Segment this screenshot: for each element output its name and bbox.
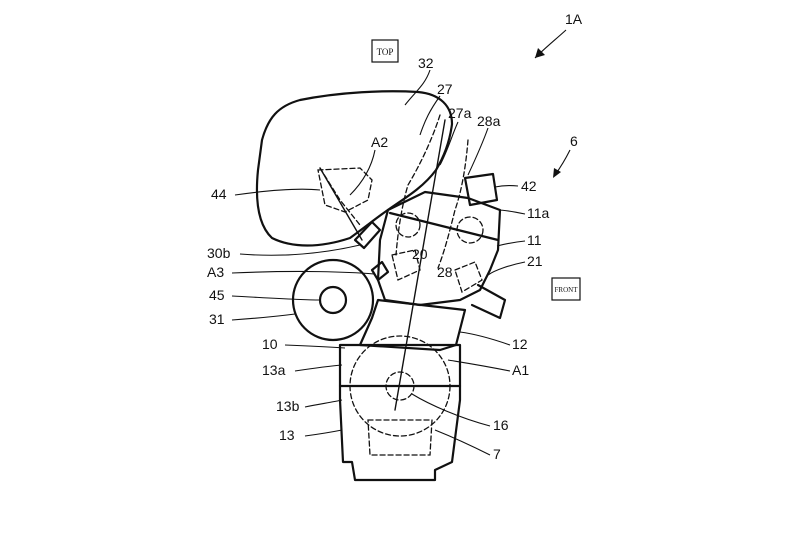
exhaust-port-hidden <box>454 261 483 293</box>
leader-44 <box>234 188 321 196</box>
intake-pipe-30b <box>353 220 382 250</box>
leader-a1 <box>447 359 511 372</box>
label-42: 42 <box>521 178 537 194</box>
label-44: 44 <box>211 186 227 202</box>
crank-shaft-16 <box>385 371 415 401</box>
label-45: 45 <box>209 287 225 303</box>
leader-a2 <box>349 149 376 196</box>
leader-45 <box>231 295 321 301</box>
badge-top-box <box>371 39 399 63</box>
leader-10 <box>284 344 346 349</box>
label-13a: 13a <box>262 362 286 378</box>
leader-a3 <box>231 270 375 275</box>
label-28: 28 <box>437 264 453 280</box>
label-13b: 13b <box>276 398 300 414</box>
hidden-line-27 <box>395 114 441 256</box>
hidden-line-28a <box>437 139 469 269</box>
leader-11 <box>496 240 526 247</box>
ref-arrowhead-6 <box>553 168 561 178</box>
axis-a2 <box>319 167 363 241</box>
leader-11a <box>497 209 526 215</box>
leader-32 <box>404 69 431 106</box>
component-42 <box>463 172 499 207</box>
leader-27a <box>439 121 459 166</box>
label-7: 7 <box>493 446 501 462</box>
component-45 <box>318 285 348 315</box>
head-gasket-line <box>388 211 500 242</box>
leader-16 <box>411 393 491 427</box>
label-28a: 28a <box>477 113 501 129</box>
label-27: 27 <box>437 81 453 97</box>
badge-top: TOP <box>377 47 394 57</box>
crankcase <box>338 343 462 482</box>
badge-front-box <box>551 277 581 301</box>
label-a3: A3 <box>207 264 224 280</box>
leader-13a <box>294 364 343 372</box>
label-11a: 11a <box>527 205 550 221</box>
badge-front: FRONT <box>555 286 579 294</box>
axis-a1 <box>394 119 446 411</box>
hidden-line-a2 <box>319 167 361 226</box>
label-13: 13 <box>279 427 295 443</box>
leader-30b <box>239 244 361 256</box>
oil-pan-hidden <box>367 419 433 456</box>
cylinder-block <box>358 298 467 352</box>
label-27a: 27a <box>448 105 472 121</box>
intake-valve-hidden <box>395 212 421 238</box>
ref-main-label: 1A <box>565 11 583 27</box>
leader-28a <box>467 127 489 176</box>
ref-arrowhead-1a <box>535 48 545 58</box>
leader-7 <box>434 429 491 456</box>
label-11: 11 <box>527 232 542 248</box>
leader-31 <box>231 313 296 321</box>
leader-27 <box>419 95 441 136</box>
leader-21 <box>487 261 526 276</box>
exhaust-valve-hidden <box>456 216 484 244</box>
ref-arrow-label: 6 <box>570 133 578 149</box>
leader-13 <box>304 429 343 437</box>
label-16: 16 <box>493 417 509 433</box>
exhaust-pipe <box>470 283 507 320</box>
leader-42 <box>494 185 519 188</box>
leader-13b <box>304 399 343 408</box>
leader-12 <box>459 331 511 346</box>
label-20: 20 <box>412 246 428 262</box>
label-a2: A2 <box>371 134 388 150</box>
label-a1: A1 <box>512 362 529 378</box>
component-31 <box>291 258 375 342</box>
label-31: 31 <box>209 311 225 327</box>
label-21: 21 <box>527 253 543 269</box>
label-32: 32 <box>418 55 434 71</box>
label-12: 12 <box>512 336 528 352</box>
throttle-body-hidden <box>391 249 421 281</box>
label-10: 10 <box>262 336 278 352</box>
crank-hidden <box>349 335 451 437</box>
label-30b: 30b <box>207 245 231 261</box>
inner-duct-hidden <box>317 167 373 213</box>
intake-pipe-a3 <box>370 260 390 282</box>
